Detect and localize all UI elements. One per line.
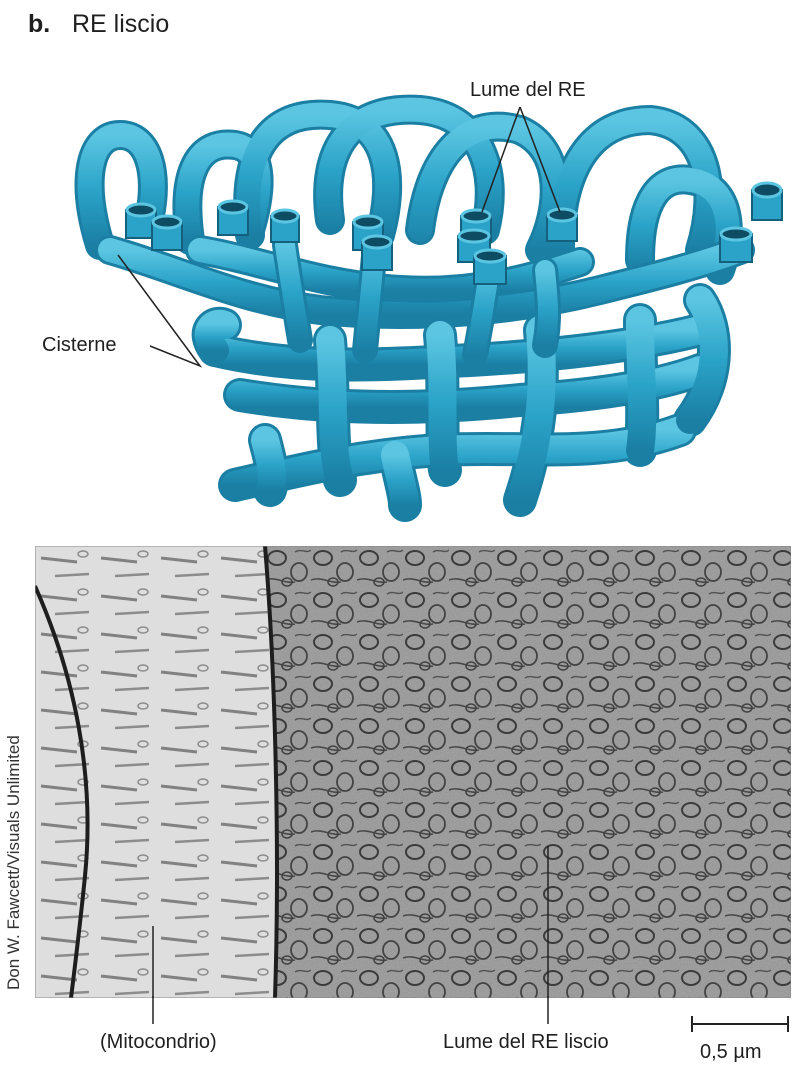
- label-er-lumen: Lume del RE: [470, 79, 586, 101]
- scale-bar-label: 0,5 µm: [700, 1041, 762, 1063]
- electron-micrograph: [35, 546, 791, 998]
- label-cisterns: Cisterne: [42, 334, 117, 356]
- leader-lines-bottom: [152, 996, 789, 1032]
- smooth-er-illustration: [74, 94, 783, 522]
- tubule-network: [74, 94, 755, 522]
- photo-credit: Don W. Fawcett/Visuals Unlimited: [4, 735, 23, 990]
- label-mitochondrion: (Mitocondrio): [100, 1031, 217, 1053]
- leader-lines-top: [117, 106, 561, 368]
- panel-letter: b.: [28, 10, 51, 38]
- panel-title: RE liscio: [72, 10, 170, 38]
- label-smooth-er-lumen: Lume del RE liscio: [443, 1031, 609, 1053]
- tube-openings: [125, 181, 783, 285]
